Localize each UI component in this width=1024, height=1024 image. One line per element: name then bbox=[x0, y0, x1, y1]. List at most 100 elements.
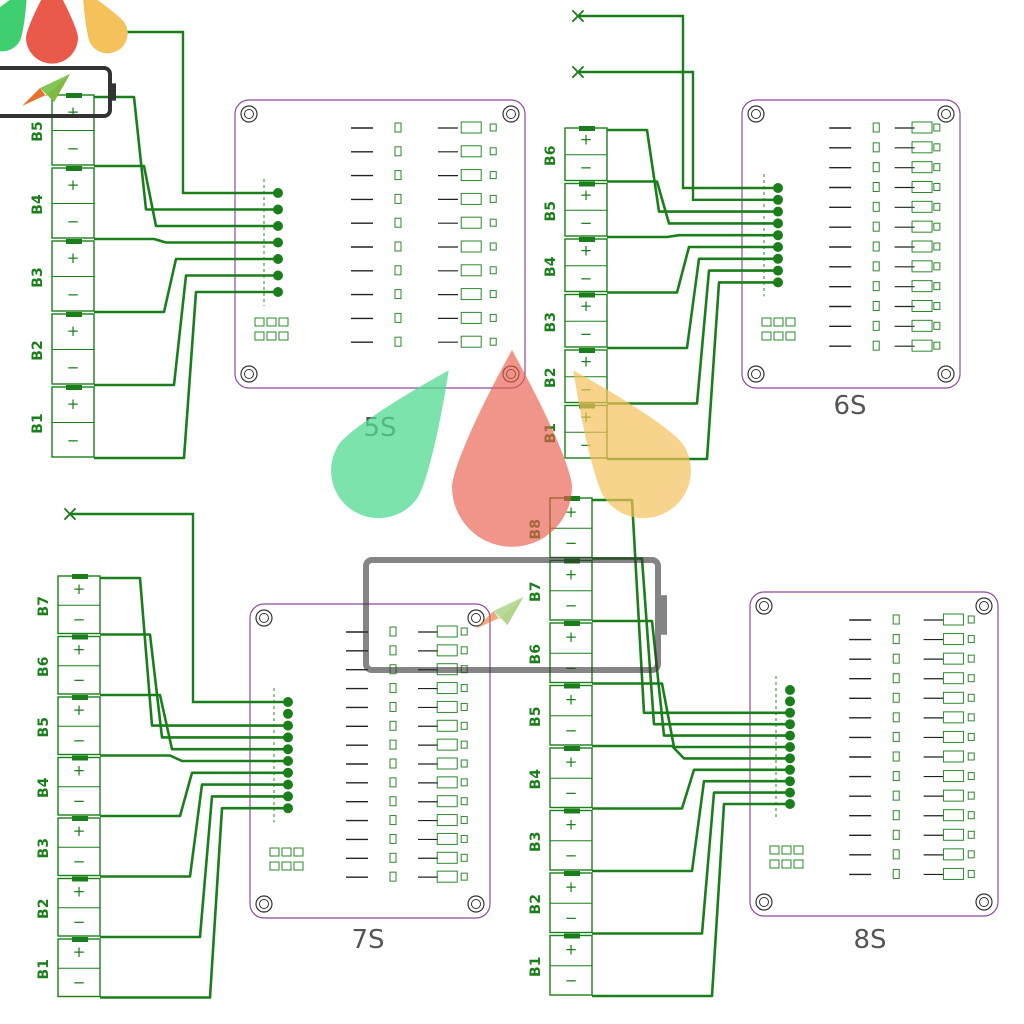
smd-pad bbox=[933, 242, 941, 251]
mounting-hole bbox=[975, 893, 993, 911]
cell-label: B4 bbox=[30, 194, 46, 215]
cell-label: B3 bbox=[36, 838, 52, 858]
mounting-hole bbox=[467, 895, 485, 913]
cell-minus: − bbox=[73, 610, 86, 628]
cell-b6: +−B6 bbox=[36, 634, 101, 695]
cell-minus: − bbox=[67, 285, 80, 303]
cell-minus: − bbox=[580, 325, 593, 343]
cell-b4: +−B4 bbox=[36, 755, 101, 816]
cell-b5: +−B5 bbox=[30, 93, 95, 166]
cell-terminal bbox=[72, 574, 88, 579]
smd-pad bbox=[967, 654, 975, 663]
logo-drops-icon bbox=[452, 350, 572, 547]
pcb-board-6s: 6S bbox=[741, 99, 961, 421]
pcb-board-8s: 8S bbox=[749, 591, 999, 955]
cell-plus: + bbox=[73, 822, 86, 840]
mounting-hole bbox=[747, 105, 765, 123]
smd-pad bbox=[489, 147, 497, 156]
cell-label: B6 bbox=[543, 146, 559, 166]
smd-cluster bbox=[293, 847, 304, 857]
smd-pad bbox=[872, 281, 880, 292]
balance-wire bbox=[607, 180, 778, 225]
cell-minus: − bbox=[565, 722, 578, 740]
smd-pad bbox=[460, 721, 468, 730]
smd-cluster bbox=[269, 847, 280, 857]
mosfet-footprint bbox=[436, 851, 458, 864]
solder-pad bbox=[785, 799, 795, 809]
smd-pad bbox=[389, 739, 397, 750]
cell-label: B6 bbox=[528, 644, 544, 664]
cell-label: B1 bbox=[30, 413, 46, 433]
solder-pad bbox=[785, 707, 795, 718]
smd-pad bbox=[892, 810, 900, 821]
solder-pad bbox=[773, 242, 783, 252]
mosfet-footprint bbox=[942, 848, 964, 861]
smd-cluster bbox=[793, 845, 804, 855]
wires-6s: ×× bbox=[569, 4, 783, 461]
cell-label: B6 bbox=[36, 657, 52, 677]
mosfet-footprint bbox=[460, 216, 482, 229]
mounting-hole bbox=[975, 597, 993, 615]
smd-pad bbox=[394, 312, 402, 323]
smd-cluster bbox=[769, 859, 780, 869]
smd-pad bbox=[892, 849, 900, 860]
smd-pad bbox=[933, 123, 941, 132]
solder-pad bbox=[283, 708, 293, 719]
mounting-hole-inner bbox=[244, 109, 254, 119]
solder-pad bbox=[785, 787, 795, 798]
cell-label: B2 bbox=[528, 894, 544, 914]
cell-terminal bbox=[72, 755, 88, 761]
balance-wire bbox=[607, 245, 778, 294]
cell-minus: − bbox=[565, 972, 578, 990]
unused-wire bbox=[578, 14, 778, 190]
smd-pad bbox=[460, 646, 468, 655]
solder-pad bbox=[283, 732, 293, 743]
cell-b1: +−B1 bbox=[528, 933, 593, 996]
cell-b3: +−B3 bbox=[36, 816, 101, 877]
smd-pad bbox=[460, 778, 468, 787]
smd-pad bbox=[892, 868, 900, 879]
cell-plus: + bbox=[73, 943, 86, 961]
balance-wire bbox=[592, 557, 790, 726]
smd-pad bbox=[872, 340, 880, 351]
smd-cluster bbox=[793, 859, 804, 869]
mounting-hole-inner bbox=[471, 899, 481, 909]
mounting-hole-inner bbox=[979, 601, 989, 611]
mosfet-footprint bbox=[436, 625, 458, 638]
cell-b3: +−B3 bbox=[543, 292, 608, 348]
balance-wire bbox=[607, 269, 778, 405]
cell-terminal bbox=[564, 933, 580, 939]
cell-label: B5 bbox=[30, 121, 46, 141]
mosfet-footprint bbox=[942, 711, 964, 724]
smd-pad bbox=[489, 313, 497, 322]
cell-plus: + bbox=[73, 762, 86, 780]
cell-b7: +−B7 bbox=[528, 558, 593, 621]
cell-stack-7s: +−B7+−B6+−B5+−B4+−B3+−B2+−B1 bbox=[36, 574, 101, 998]
solder-pad bbox=[773, 253, 783, 264]
mounting-hole bbox=[937, 365, 955, 383]
smd-pad bbox=[394, 336, 402, 347]
smd-pad bbox=[933, 262, 941, 271]
balance-wire bbox=[592, 682, 790, 749]
balance-wires: ×××× bbox=[61, 4, 795, 999]
cell-minus: − bbox=[565, 597, 578, 615]
cell-terminal bbox=[66, 166, 82, 171]
cell-terminal bbox=[579, 348, 595, 353]
smd-pad bbox=[389, 871, 397, 882]
mosfet-footprint bbox=[436, 814, 458, 827]
mounting-hole-inner bbox=[751, 109, 761, 119]
balance-wire bbox=[94, 274, 278, 387]
mosfet-footprint bbox=[911, 240, 933, 253]
smd-cluster bbox=[266, 331, 277, 341]
smd-pad bbox=[933, 282, 941, 291]
smd-cluster bbox=[254, 317, 265, 327]
mosfet-footprint bbox=[436, 776, 458, 789]
cell-b5: +−B5 bbox=[543, 181, 608, 237]
cell-terminal bbox=[564, 496, 580, 501]
cell-minus: − bbox=[565, 534, 578, 552]
mounting-hole bbox=[502, 105, 520, 123]
board-outline bbox=[749, 591, 999, 917]
cell-b4: +−B4 bbox=[30, 166, 95, 239]
solder-pad bbox=[273, 254, 283, 264]
mosfet-footprint bbox=[460, 240, 482, 253]
